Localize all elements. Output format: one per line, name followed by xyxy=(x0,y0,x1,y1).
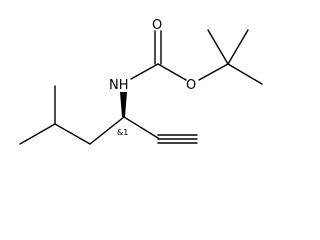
bond-tbu-methyl-top-right xyxy=(227,29,249,65)
tert-butyl-group xyxy=(198,29,263,85)
bond-stereocenter-to-ch2 xyxy=(89,116,125,145)
wedge-bond-nitrogen-to-stereocenter xyxy=(120,92,127,117)
carbonyl-oxygen-label: O xyxy=(152,18,162,33)
carbamate-group xyxy=(130,30,187,81)
ester-oxygen-label: O xyxy=(186,78,196,93)
bond-tbu-to-oxygen xyxy=(198,63,229,81)
isobutyl-chain xyxy=(19,85,125,145)
molecule-structure: O O NH &1 xyxy=(19,18,263,145)
bond-carbonyl-to-nitrogen xyxy=(130,63,159,80)
bond-oxygen-to-carbonyl xyxy=(157,63,187,81)
stereo-descriptor-label: &1 xyxy=(117,128,128,137)
bond-ch-to-methyl-left xyxy=(19,123,56,145)
bond-stereocenter-to-alkyne xyxy=(123,116,159,139)
bond-tbu-methyl-top-left xyxy=(207,29,229,65)
ethynyl-group xyxy=(123,116,198,144)
bond-tbu-methyl-right xyxy=(227,63,263,85)
bond-ch2-to-ch xyxy=(54,123,91,145)
amine-nitrogen-label: NH xyxy=(109,78,129,93)
